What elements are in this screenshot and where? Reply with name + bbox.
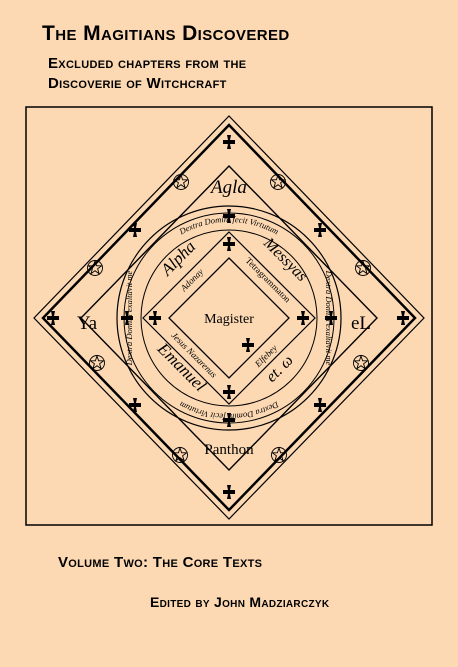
outer-diamond-inner: [41, 123, 417, 512]
cross-icon: [149, 311, 161, 325]
pentagram-icon: [353, 355, 369, 371]
cross-icon: [223, 237, 235, 251]
seal-name-bottom: Panthon: [204, 442, 254, 458]
seal-center-text: Magister: [204, 312, 254, 327]
cross-icon: [223, 485, 235, 499]
subtitle-line-1: Excluded chapters from the: [48, 55, 247, 72]
seal-name-left: Ya: [77, 313, 98, 334]
cross-icon: [242, 338, 254, 352]
volume-label: Volume Two: The Core Texts: [58, 554, 263, 571]
seal-name-right: eL: [351, 313, 371, 334]
ring-text-left: Dextra Domini exaltavit me: [124, 270, 134, 366]
middle-diamond: [80, 164, 378, 472]
ring-text-right: Dextra Domini exaltavit me: [324, 270, 334, 366]
ring-text-top: Dextra Domini fecit Virtutum: [177, 214, 281, 237]
seal-name-top: Agla: [209, 177, 247, 198]
cross-icon: [223, 385, 235, 399]
outer-frame: [25, 106, 433, 526]
cross-icon: [397, 311, 409, 325]
small-name-top-left: Adonay: [178, 267, 205, 294]
ring-text-bottom: Dextra Domini fecit Virtutum: [178, 399, 282, 422]
book-title: The Magitians Discovered: [42, 22, 290, 45]
subtitle-line-2: Discoverie of Witchcraft: [48, 75, 227, 92]
cross-icon: [223, 135, 235, 149]
outer-diamond: [33, 115, 425, 520]
pentagram-icon: [271, 447, 287, 463]
inner-ring: [140, 229, 318, 407]
editor-credit: Edited by John Madziarczyk: [150, 594, 330, 610]
inner-square-outer: [142, 231, 316, 405]
book-subtitle: Excluded chapters from the Discoverie of…: [48, 54, 246, 94]
pentagram-icon: [89, 355, 105, 371]
cross-icon: [314, 398, 326, 412]
inner-square: [168, 257, 290, 379]
outer-ring: [116, 205, 342, 431]
cross-icon: [297, 311, 309, 325]
